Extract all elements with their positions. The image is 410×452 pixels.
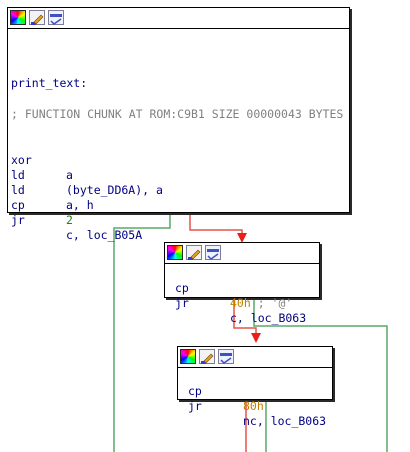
- mnemonic: cp: [175, 281, 189, 295]
- mnemonic: cp: [11, 198, 25, 212]
- color-palette-icon[interactable]: [180, 349, 196, 364]
- instruction-row[interactable]: cp 2: [11, 183, 346, 227]
- code-block-print-text[interactable]: print_text: ; FUNCTION CHUNK AT ROM:C9B1…: [7, 7, 350, 242]
- arrow-head-block3: [251, 333, 261, 343]
- block3-code: cp 80h jr nc, loc_B063: [188, 369, 330, 428]
- edit-pencil-icon[interactable]: [186, 245, 202, 260]
- operand: nc, loc_B063: [243, 414, 327, 428]
- color-palette-icon[interactable]: [167, 245, 183, 260]
- instruction-row[interactable]: jr c, loc_B063: [175, 281, 317, 325]
- color-palette-icon[interactable]: [10, 10, 26, 25]
- function-label[interactable]: print_text:: [11, 76, 88, 90]
- graph-toggle-icon[interactable]: [218, 349, 234, 364]
- edit-pencil-icon[interactable]: [29, 10, 45, 25]
- code-block-cp-40h[interactable]: cp 40h ; '@' jr c, loc_B063: [164, 242, 320, 325]
- graph-toggle-icon[interactable]: [205, 245, 221, 260]
- mnemonic: xor: [11, 153, 32, 167]
- mnemonic: jr: [175, 296, 189, 310]
- mnemonic: ld: [11, 183, 25, 197]
- code-block-cp-80h[interactable]: cp 80h jr nc, loc_B063: [177, 346, 333, 428]
- instruction-row[interactable]: jr c, loc_B05A: [11, 198, 346, 242]
- block-header: [8, 8, 349, 29]
- instruction-row[interactable]: jr nc, loc_B063: [188, 384, 330, 428]
- operand: c, loc_B063: [230, 311, 307, 325]
- operand: 40h ; '@': [230, 296, 292, 311]
- instruction-row[interactable]: xor a: [11, 138, 346, 182]
- inline-comment: ; '@': [250, 296, 293, 310]
- block-header: [165, 243, 319, 264]
- instruction-row[interactable]: ld a, h: [11, 168, 346, 212]
- mnemonic: ld: [11, 168, 25, 182]
- edit-pencil-icon[interactable]: [199, 349, 215, 364]
- block2-code: cp 40h ; '@' jr c, loc_B063: [175, 266, 317, 325]
- chunk-comment: ; FUNCTION CHUNK AT ROM:C9B1 SIZE 000000…: [11, 107, 344, 121]
- operand: a: [66, 168, 73, 182]
- instruction-row[interactable]: cp 80h: [188, 369, 330, 413]
- operand: a, h: [66, 198, 94, 212]
- graph-toggle-icon[interactable]: [48, 10, 64, 25]
- instruction-row[interactable]: cp 40h ; '@': [175, 266, 317, 310]
- edge-block1-true: [189, 213, 243, 238]
- operand: c, loc_B05A: [66, 228, 143, 242]
- mnemonic: jr: [188, 399, 202, 413]
- operand-number: 80h: [243, 399, 264, 413]
- edge-block1-false: [113, 213, 171, 452]
- operand: (byte_DD6A), a: [66, 183, 163, 197]
- block-header: [178, 347, 332, 368]
- mnemonic: jr: [11, 213, 25, 227]
- operand-number: 40h: [230, 296, 251, 310]
- instruction-row[interactable]: ld (byte_DD6A), a: [11, 153, 346, 197]
- operand-number: 2: [66, 213, 73, 227]
- block1-code: print_text: ; FUNCTION CHUNK AT ROM:C9B1…: [11, 76, 346, 242]
- mnemonic: cp: [188, 384, 202, 398]
